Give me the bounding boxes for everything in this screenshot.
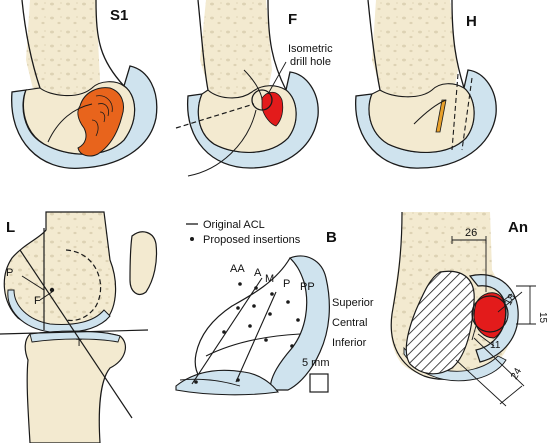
insertion-dot: [264, 338, 268, 342]
f-femur-shaft: [200, 0, 272, 100]
panel-h: H: [355, 0, 497, 169]
insertion-dot: [252, 304, 256, 308]
f-tunnel-dashed: [175, 103, 255, 129]
b-scale-label: 5 mm: [302, 357, 330, 369]
insertion-dot: [254, 286, 258, 290]
l-t-label: T: [76, 338, 82, 349]
an-dim-24: 24: [509, 366, 524, 382]
b-legend-dot-sample: [190, 237, 194, 241]
an-insertion-circle: [471, 295, 509, 333]
an-dim-26: 26: [465, 227, 477, 239]
insertion-dot: [270, 292, 274, 296]
l-panel-label: L: [6, 219, 15, 236]
b-scale-box: [309, 373, 329, 393]
s1-panel-label: S1: [110, 7, 128, 24]
b-condyle-surface: [269, 255, 330, 391]
b-legend-line-text: Original ACL: [203, 219, 265, 231]
panel-s1: S1: [11, 0, 158, 169]
b-acl-line-2: [235, 291, 277, 383]
insertion-dot: [222, 330, 226, 334]
b-notch-roof: [194, 257, 291, 379]
insertion-dot: [290, 344, 294, 348]
an-panel-label: An: [508, 219, 528, 236]
panel-b: Original ACL Proposed insertions B AA: [175, 219, 374, 396]
l-tibia-cartilage: [29, 330, 121, 343]
f-condyle-bone: [197, 85, 297, 153]
panel-l: L P F T: [0, 211, 158, 443]
l-insertion-point: [49, 287, 55, 293]
h-dashed-line-1: [451, 73, 459, 151]
h-dashed-line-2: [461, 77, 473, 151]
b-legend-dot-text: Proposed insertions: [203, 234, 301, 246]
h-femur-shaft: [372, 0, 458, 100]
b-inferior-label: Inferior: [332, 337, 367, 349]
b-proposed-insertions: [194, 282, 300, 384]
s1-footprint-contours: [91, 95, 113, 137]
f-shaft-outline: [197, 0, 287, 91]
an-hatched-plateau: [405, 270, 475, 375]
an-dim-18: 18: [503, 292, 518, 308]
s1-femur-shaft: [26, 0, 100, 118]
f-annotation-line2: drill hole: [290, 56, 331, 68]
l-blumensaat-line: [19, 249, 133, 419]
b-acl-line-1: [191, 277, 263, 385]
b-central-label: Central: [332, 317, 367, 329]
f-isometric-arc: [187, 69, 263, 177]
l-p-label: P: [6, 267, 13, 279]
h-panel-label: H: [466, 13, 477, 30]
panel-f: F Isometric drill hole: [175, 0, 333, 177]
l-femur-cartilage: [7, 289, 111, 333]
l-patella: [129, 231, 158, 295]
l-p-arrow: [21, 275, 45, 291]
insertion-dot: [296, 318, 300, 322]
f-annotation-line1: Isometric: [288, 43, 333, 55]
panel-an: An 26 18 15 11 24: [390, 211, 548, 407]
insertion-dot: [286, 300, 290, 304]
h-notch-line: [413, 99, 447, 125]
an-dimension-lines: [451, 236, 536, 407]
f-panel-label: F: [288, 11, 297, 28]
f-drill-hole-red: [261, 91, 284, 127]
f-drill-hole-circle: [251, 89, 273, 111]
an-dim-11: 11: [490, 340, 501, 351]
b-a-label: A: [254, 267, 262, 279]
b-pp-label: PP: [300, 281, 315, 293]
s1-shaft-outline: [21, 0, 125, 89]
b-p-label: P: [283, 278, 290, 290]
h-condyle-bone: [368, 83, 475, 153]
b-panel-label: B: [326, 229, 337, 246]
insertion-dot: [238, 282, 242, 286]
h-shaft-outline: [367, 0, 465, 91]
l-tibial-plateau-line: [0, 329, 149, 335]
insertion-dot: [236, 306, 240, 310]
insertion-dot: [194, 380, 198, 384]
b-aa-label: AA: [230, 263, 245, 275]
l-notch-dashed-arc: [65, 249, 102, 322]
b-m-label: M: [265, 273, 274, 285]
an-dim-15: 15: [537, 312, 548, 324]
b-superior-label: Superior: [332, 297, 374, 309]
b-tibial-band: [179, 378, 241, 387]
h-orange-band: [435, 99, 447, 133]
an-red-insertion: [473, 292, 507, 339]
insertion-dot: [248, 324, 252, 328]
l-f-label: F: [34, 295, 41, 307]
insertion-dot: [236, 378, 240, 382]
l-f-arrow: [39, 291, 53, 301]
s1-notch-line: [47, 103, 93, 143]
insertion-dot: [268, 312, 272, 316]
an-condyle-cartilage: [468, 274, 519, 363]
f-annotation-leader: [267, 61, 287, 95]
